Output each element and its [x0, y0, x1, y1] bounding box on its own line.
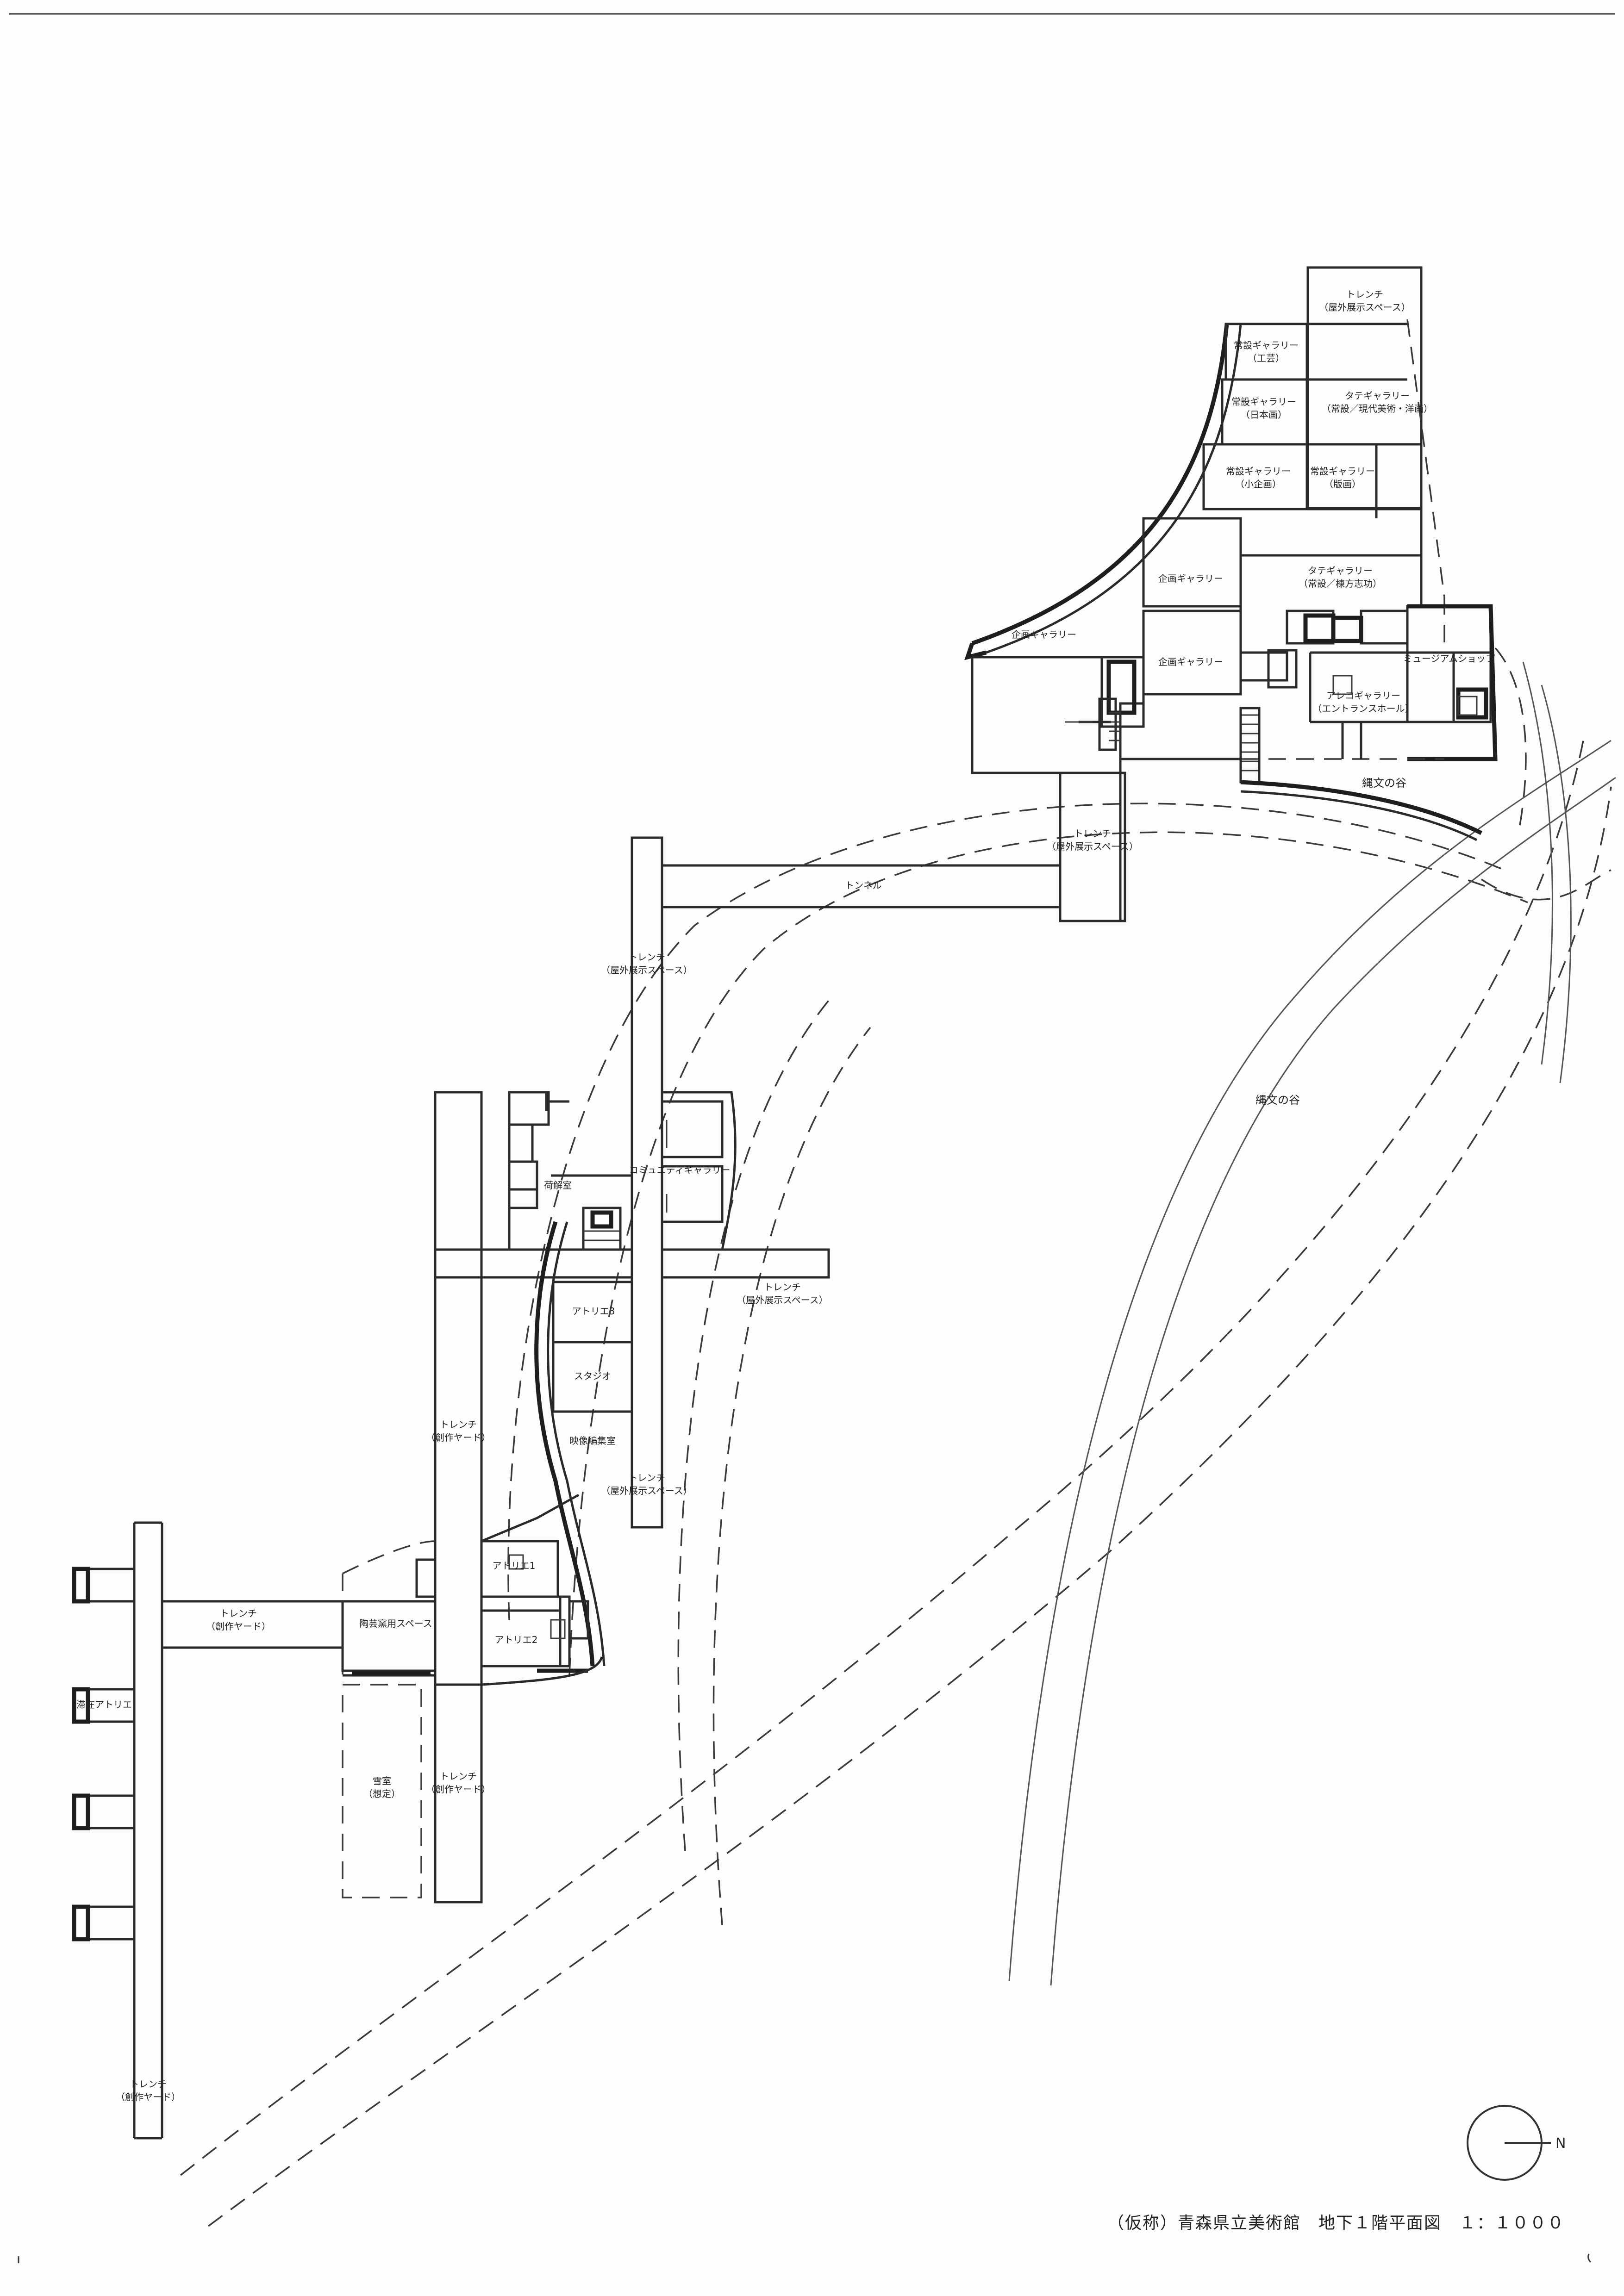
label-snow-room: 雪室（想定）: [363, 1775, 400, 1799]
north-arrow-icon: N: [1467, 2105, 1566, 2181]
room-labels: トレンチ（屋外展示スペース） 常設ギャラリー（工芸） 常設ギャラリー（日本画） …: [76, 289, 1495, 2103]
label-studio: スタジオ: [574, 1370, 611, 1381]
label-gallery-nihonga: 常設ギャラリー（日本画）: [1231, 396, 1296, 420]
middle-wing: [341, 836, 830, 1904]
north-label: N: [1555, 2135, 1566, 2152]
label-trench-outdoor-right: トレンチ（屋外展示スペース）: [737, 1282, 828, 1306]
label-tatekaki-modern: タテギャラリー（常設／現代美術・洋画）: [1322, 390, 1433, 414]
label-gallery-kogei: 常設ギャラリー（工芸）: [1234, 340, 1299, 364]
label-trench-sosaku-upper: トレンチ（創作ヤード）: [426, 1419, 491, 1443]
west-trench: [72, 1521, 343, 2140]
label-stay-atelier: 滞在アトリエ: [76, 1699, 132, 1710]
label-museum-shop: ミュージアムショップ: [1403, 653, 1495, 664]
label-trench-sosaku-bottom: トレンチ（創作ヤード）: [116, 2078, 181, 2103]
label-ceramic-kiln: 陶芸窯用スペース: [359, 1618, 432, 1629]
north-wing: [964, 266, 1498, 922]
label-trench-sosaku-left: トレンチ（創作ヤード）: [206, 1608, 271, 1632]
label-atelier-3: アトリエ3: [572, 1306, 615, 1317]
label-gallery-hanga: 常設ギャラリー（版画）: [1310, 466, 1375, 490]
label-unpacking-room: 荷解室: [544, 1180, 572, 1191]
label-kikaku-2: 企画ギャラリー: [1012, 629, 1076, 640]
site-contours: [180, 647, 1612, 2227]
margin-mark-right: [1587, 2253, 1592, 2263]
label-trench-outdoor-top: トレンチ（屋外展示スペース）: [1319, 289, 1411, 313]
label-jomon-valley-top: 縄文の谷: [1362, 777, 1406, 790]
label-tatekaki-munakata: タテギャラリー（常設／棟方志功）: [1299, 565, 1382, 589]
label-community-gallery: コミュニティギャラリー: [629, 1164, 731, 1176]
label-atelier-2: アトリエ2: [495, 1634, 538, 1645]
label-video-editing: 映像編集室: [569, 1435, 616, 1446]
label-trench-outdoor-mid: トレンチ（屋外展示スペース）: [1047, 828, 1138, 852]
tunnel: [662, 864, 1060, 908]
label-kikaku-1: 企画ギャラリー: [1158, 573, 1223, 584]
label-trench-sosaku-lower: トレンチ（創作ヤード）: [426, 1771, 491, 1795]
label-trench-outdoor-left: トレンチ（屋外展示スペース）: [601, 952, 693, 976]
label-kikaku-3: 企画ギャラリー: [1158, 656, 1223, 667]
jomon-valley-paths: [1008, 661, 1616, 1986]
label-aleko-gallery: アレコギャラリー（エントランスホール）: [1312, 690, 1414, 714]
label-tunnel: トンネル: [845, 880, 882, 891]
drawing-title: （仮称）青森県立美術館 地下１階平面図 １：１０００: [1107, 2214, 1565, 2233]
label-gallery-small: 常設ギャラリー（小企画）: [1226, 466, 1291, 490]
label-atelier-1: アトリエ1: [493, 1560, 536, 1571]
label-trench-outdoor-lower: トレンチ（屋外展示スペース）: [601, 1472, 693, 1496]
label-jomon-valley-mid: 縄文の谷: [1255, 1094, 1300, 1107]
